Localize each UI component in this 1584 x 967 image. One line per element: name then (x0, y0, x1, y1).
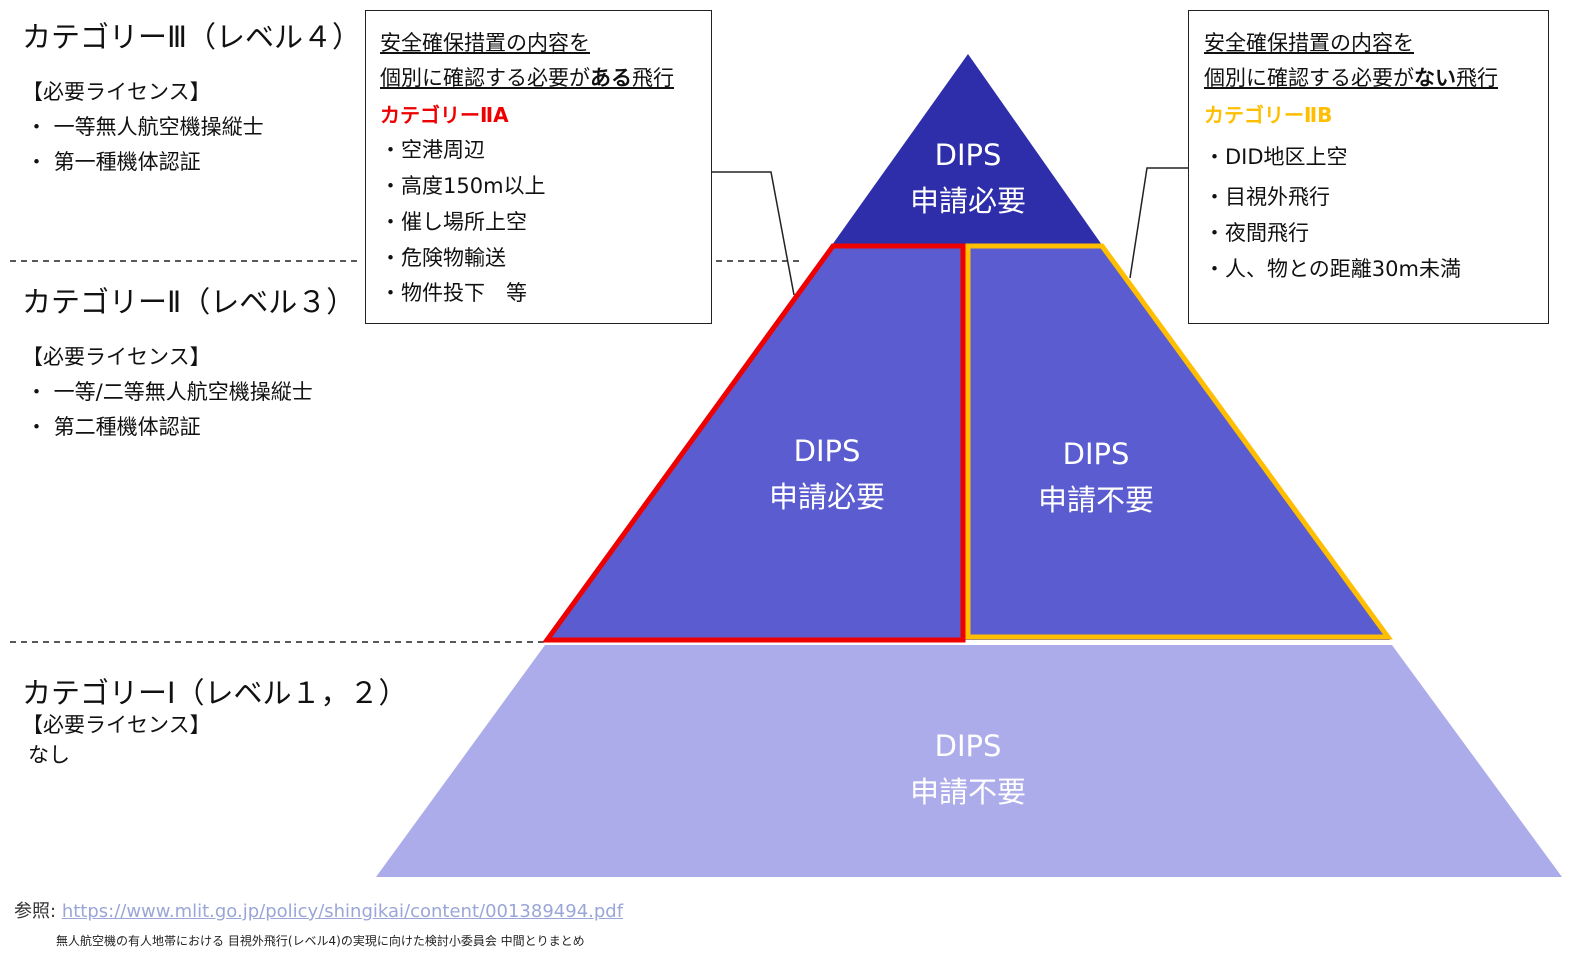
category-2-license-1: ・ 一等/二等無人航空機操縦士 (26, 380, 313, 404)
category-2b-box: 安全確保措置の内容を 個別に確認する必要がない飛行 カテゴリーⅡB ・DID地区… (1188, 10, 1549, 324)
category-2-title: カテゴリーⅡ（レベル３） (22, 285, 356, 319)
category-2-license-2: ・ 第二種機体認証 (26, 415, 201, 439)
box-b-subtitle: カテゴリーⅡB (1204, 103, 1333, 127)
box-a-item: ・空港周辺 (380, 138, 485, 162)
box-a-item: ・物件投下 等 (380, 281, 527, 305)
pyramid-bottom-label: DIPS 申請不要 (888, 723, 1048, 815)
category-3-title: カテゴリーⅢ（レベル４） (22, 20, 361, 54)
pyramid-mid-left-label: DIPS 申請必要 (747, 428, 907, 520)
connector-box-b (1129, 167, 1188, 279)
box-b-item: ・人、物との距離30m未満 (1204, 257, 1461, 281)
pyramid-tier-top (832, 54, 1102, 245)
reference-line: 参照: https://www.mlit.go.jp/policy/shingi… (14, 897, 623, 923)
pyramid-top-label: DIPS 申請必要 (888, 132, 1048, 224)
pyramid-mid-right-label: DIPS 申請不要 (1016, 431, 1176, 523)
category-2a-outline (542, 243, 966, 643)
category-2b-outline (965, 243, 1393, 640)
box-b-item: ・目視外飛行 (1204, 185, 1330, 209)
box-a-item: ・危険物輸送 (380, 246, 506, 270)
box-a-subtitle: カテゴリーⅡA (380, 103, 509, 127)
category-2-license-heading: 【必要ライセンス】 (22, 345, 211, 369)
pyramid-mid-left-label-line1: DIPS (793, 434, 861, 468)
category-1-license-heading: 【必要ライセンス】 (22, 713, 211, 737)
pyramid-top-label-line1: DIPS (934, 138, 1002, 172)
box-b-heading-line1: 安全確保措置の内容を (1204, 31, 1414, 55)
box-b-item: ・DID地区上空 (1204, 145, 1348, 169)
reference-note: 無人航空機の有人地帯における 目視外飛行(レベル4)の実現に向けた検討小委員会 … (56, 934, 585, 948)
connector-box-a (710, 171, 795, 296)
box-a-heading-line2: 個別に確認する必要がある飛行 (380, 66, 674, 90)
box-b-item: ・夜間飛行 (1204, 221, 1309, 245)
box-a-item: ・催し場所上空 (380, 210, 527, 234)
category-3-license-1: ・ 一等無人航空機操縦士 (26, 115, 264, 139)
category-1-title: カテゴリーⅠ（レベル１，２） (22, 676, 408, 710)
pyramid-mid-right-label-line2: 申請不要 (1037, 483, 1154, 517)
pyramid-tier-bottom (376, 645, 1562, 877)
reference-link[interactable]: https://www.mlit.go.jp/policy/shingikai/… (61, 901, 624, 922)
pyramid-mid-right-label-line1: DIPS (1062, 437, 1130, 471)
category-1-license-1: なし (28, 743, 70, 767)
category-3-license-heading: 【必要ライセンス】 (22, 80, 211, 104)
reference-label: 参照: (14, 901, 57, 922)
pyramid-mid-left-label-line2: 申請必要 (768, 480, 885, 514)
box-a-item: ・高度150m以上 (380, 174, 546, 198)
box-b-heading-line2: 個別に確認する必要がない飛行 (1204, 66, 1498, 90)
box-a-heading-line1: 安全確保措置の内容を (380, 31, 590, 55)
pyramid-bottom-label-line1: DIPS (934, 729, 1002, 763)
pyramid-top-label-line2: 申請必要 (909, 184, 1026, 218)
category-2a-box: 安全確保措置の内容を 個別に確認する必要がある飛行 カテゴリーⅡA ・空港周辺 … (365, 10, 712, 324)
category-3-license-2: ・ 第一種機体認証 (26, 150, 201, 174)
pyramid-bottom-label-line2: 申請不要 (909, 775, 1026, 809)
